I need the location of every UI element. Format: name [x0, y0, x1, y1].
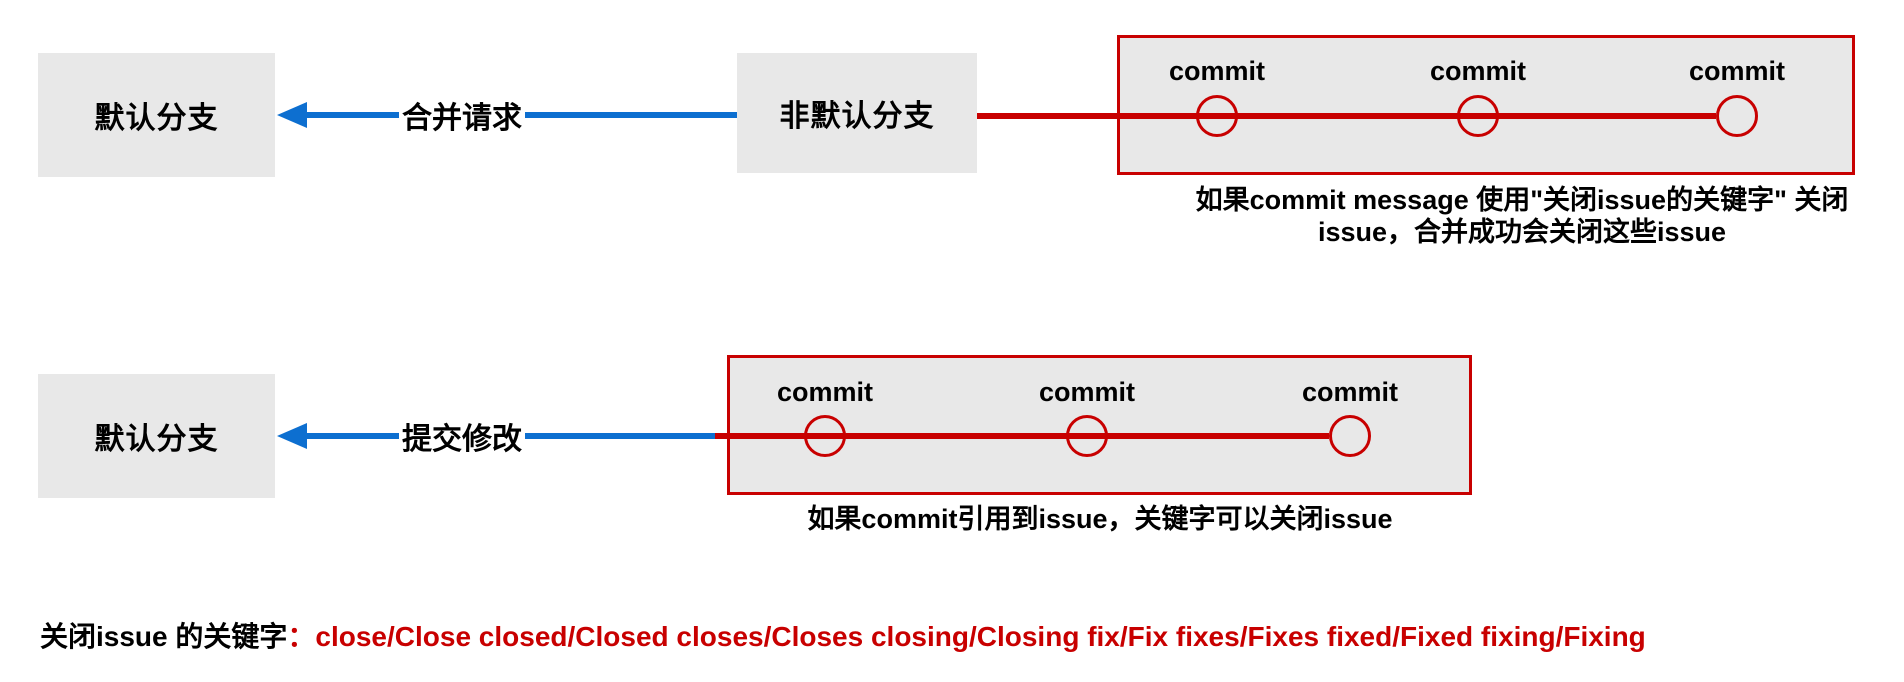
row1-commit-node-icon-3 [1716, 95, 1758, 137]
issue-keywords-label: 关闭issue 的关键字 [40, 621, 288, 652]
row2-arrow-left-icon [277, 423, 307, 449]
row2-default-branch-box: 默认分支 [38, 374, 275, 498]
row1-commit-label-2: commit [1429, 56, 1527, 86]
row2-commit-label-2: commit [1038, 377, 1136, 407]
row1-non-default-branch-box: 非默认分支 [737, 53, 977, 173]
row1-caption: 如果commit message 使用"关闭issue的关键字" 关闭 issu… [1122, 184, 1904, 248]
row2-commit-node-icon-3 [1329, 415, 1371, 457]
row1-commit-label-1: commit [1168, 56, 1266, 86]
row1-default-branch-label: 默认分支 [94, 102, 219, 135]
row1-commit-label-3: commit [1688, 56, 1786, 86]
row2-commit-label-3: commit [1301, 377, 1399, 407]
row2-default-branch-label: 默认分支 [94, 423, 219, 456]
row1-default-branch-box: 默认分支 [38, 53, 275, 177]
row1-non-default-branch-label: 非默认分支 [779, 100, 935, 133]
row1-caption-line1: 如果commit message 使用"关闭issue的关键字" 关闭 [1195, 185, 1849, 215]
row1-commit-node-icon-2 [1457, 95, 1499, 137]
row1-arrow-left-icon [277, 102, 307, 128]
row1-commit-line [977, 113, 1716, 119]
row2-commit-node-icon-2 [1066, 415, 1108, 457]
row2-caption: 如果commit引用到issue，关键字可以关闭issue [807, 504, 1393, 534]
row1-commit-node-icon-1 [1196, 95, 1238, 137]
row2-submit-arrow-label: 提交修改 [399, 414, 525, 458]
row2-commit-label-1: commit [776, 377, 874, 407]
issue-keywords-list: ：close/Close closed/Closed closes/Closes… [287, 621, 1646, 652]
row1-merge-arrow-label: 合并请求 [399, 93, 525, 137]
row1-caption-line2: issue，合并成功会关闭这些issue [1317, 217, 1727, 247]
row2-commit-node-icon-1 [804, 415, 846, 457]
issue-keywords-line: 关闭issue 的关键字：close/Close closed/Closed c… [40, 615, 1646, 655]
row2-commit-line [715, 433, 1329, 439]
